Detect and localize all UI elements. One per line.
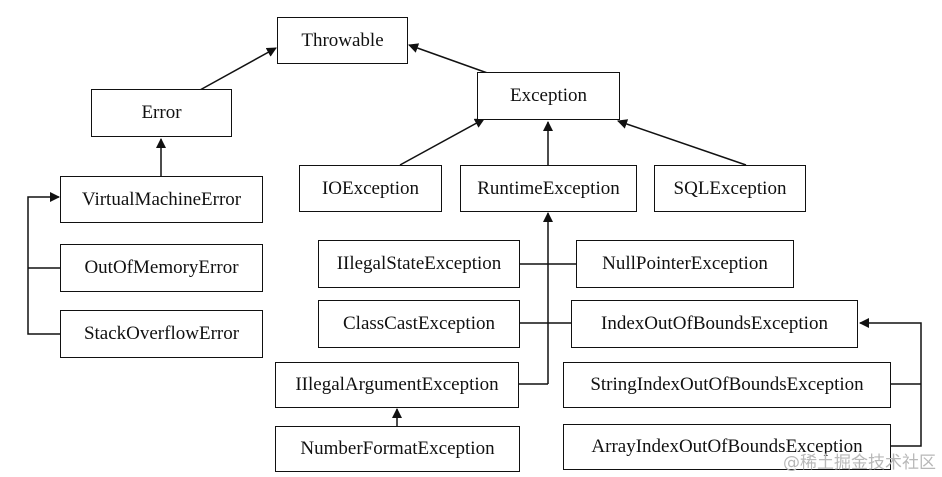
io-exception-node: IOException <box>299 165 442 212</box>
string-index-out-of-bounds-exception-node: StringIndexOutOfBoundsException <box>563 362 891 408</box>
error-node: Error <box>91 89 232 137</box>
null-pointer-exception-node: NullPointerException <box>576 240 794 288</box>
edge-io-exception-to-exception <box>399 118 485 166</box>
out-of-memory-error-node: OutOfMemoryError <box>60 244 263 292</box>
index-out-of-bounds-exception-node: IndexOutOfBoundsException <box>571 300 858 348</box>
throwable-node: Throwable <box>277 17 408 64</box>
illegal-argument-exception-node: IIlegalArgumentException <box>275 362 519 408</box>
illegal-state-exception-node: IIlegalStateException <box>318 240 520 288</box>
class-cast-exception-node: ClassCastException <box>318 300 520 348</box>
runtime-exception-node: RuntimeException <box>460 165 637 212</box>
virtual-machine-error-node: VirtualMachineError <box>60 176 263 223</box>
sql-exception-node: SQLException <box>654 165 806 212</box>
number-format-exception-node: NumberFormatException <box>275 426 520 472</box>
edge-sql-exception-to-exception <box>617 119 747 166</box>
edge-error-to-throwable <box>199 47 277 91</box>
watermark-label: @稀土掘金技术社区 <box>783 453 936 473</box>
exception-node: Exception <box>477 72 620 120</box>
edge-stack-overflow-to-virtual-machine-error <box>27 192 60 335</box>
stack-overflow-error-node: StackOverflowError <box>60 310 263 358</box>
edge-exception-to-throwable <box>408 43 494 76</box>
array-index-out-of-bounds-exception-node: ArrayIndexOutOfBoundsException <box>563 424 891 470</box>
edge-array-index-to-index-out-of-bounds <box>859 318 922 447</box>
